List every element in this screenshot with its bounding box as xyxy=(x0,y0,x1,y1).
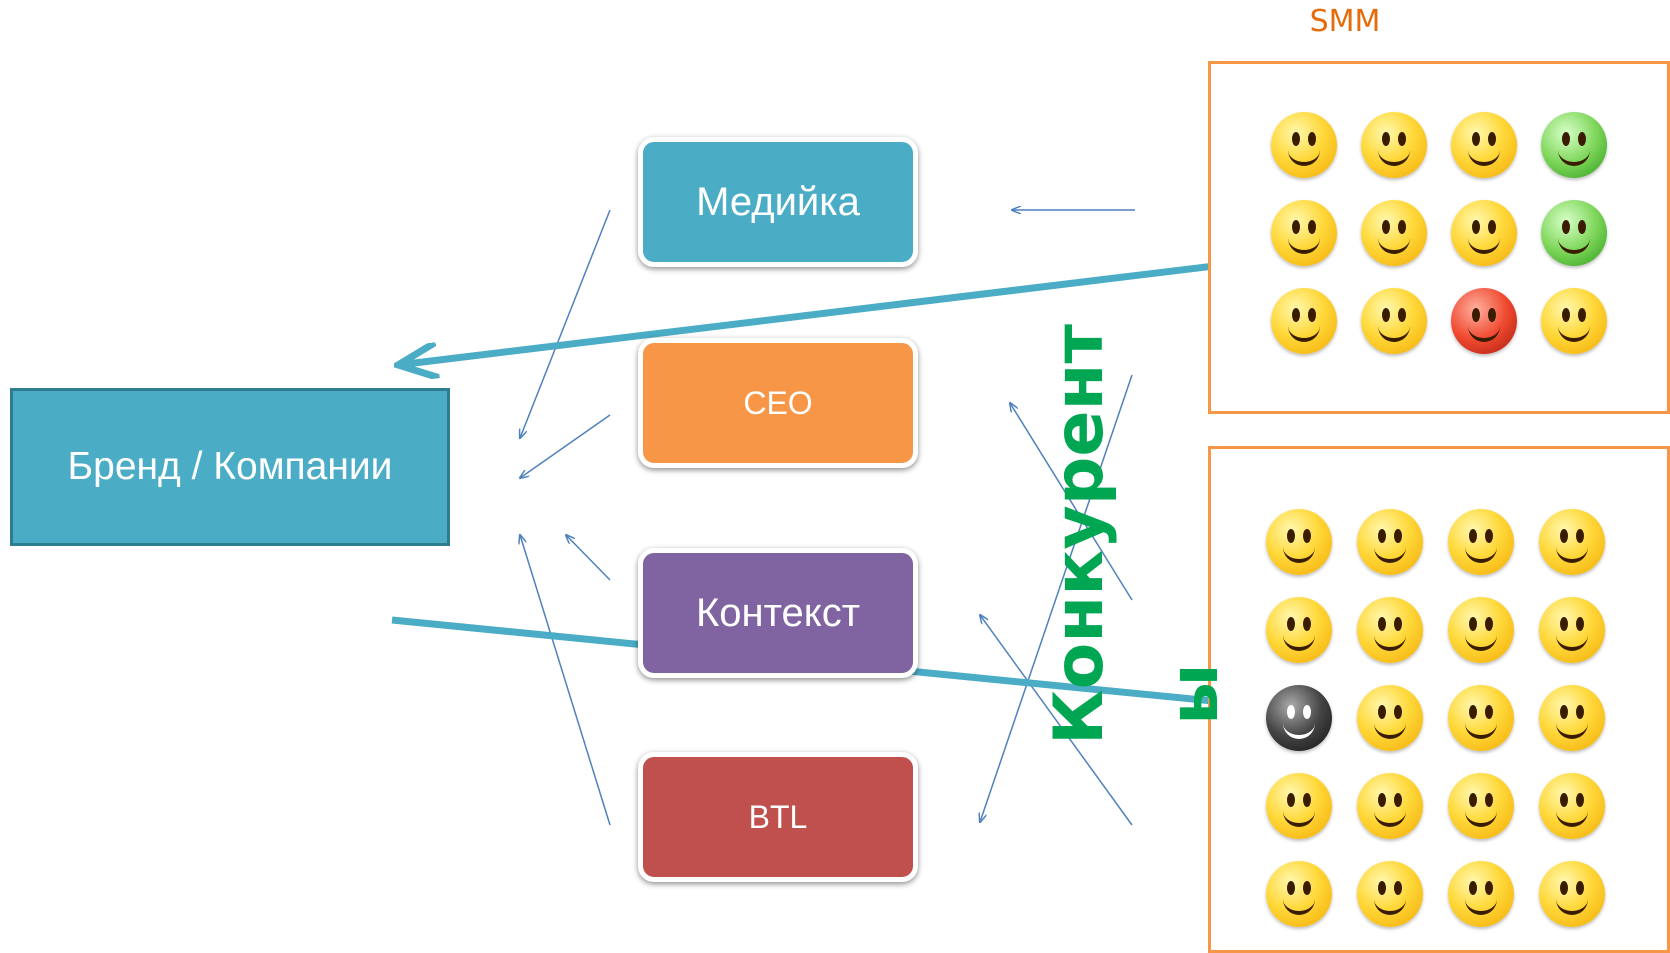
smiley-face-icon xyxy=(1451,200,1517,266)
channel-seo-label: СЕО xyxy=(743,384,813,421)
arrow-competitors-to-context xyxy=(980,615,1133,826)
smm-panel xyxy=(1208,61,1670,414)
smiley-face-icon xyxy=(1357,597,1423,663)
channel-context: Контекст xyxy=(638,548,918,678)
smiley-face-icon xyxy=(1266,509,1332,575)
competitors-panel xyxy=(1208,446,1670,953)
smiley-face-icon xyxy=(1448,773,1514,839)
smiley-face-icon xyxy=(1361,112,1427,178)
competitors-label-line2: ы xyxy=(1155,663,1234,726)
smiley-face-icon xyxy=(1539,685,1605,751)
smm-label: SMM xyxy=(1309,4,1381,39)
smiley-face-icon xyxy=(1357,685,1423,751)
channel-media: Медийка xyxy=(638,137,918,267)
arrow-competitors-to-seo xyxy=(1010,403,1133,601)
brand-label: Бренд / Компании xyxy=(67,445,393,488)
smiley-face-icon xyxy=(1271,200,1337,266)
arrow-btl-to-brand xyxy=(520,535,611,826)
smiley-face-icon xyxy=(1451,288,1517,354)
smiley-face-icon xyxy=(1451,112,1517,178)
smiley-face-icon xyxy=(1448,597,1514,663)
smiley-face-icon xyxy=(1266,685,1332,751)
channel-media-label: Медийка xyxy=(696,179,860,224)
channel-btl-label: BTL xyxy=(748,798,808,835)
smiley-face-icon xyxy=(1539,861,1605,927)
smiley-face-icon xyxy=(1448,509,1514,575)
smiley-face-icon xyxy=(1541,288,1607,354)
smiley-face-icon xyxy=(1448,861,1514,927)
smiley-face-icon xyxy=(1539,597,1605,663)
smiley-face-icon xyxy=(1539,509,1605,575)
arrow-seo-to-brand xyxy=(520,414,611,478)
competitors-label-line1: Конкурент xyxy=(1040,324,1119,745)
brand-box: Бренд / Компании xyxy=(10,388,450,546)
channel-context-label: Контекст xyxy=(695,590,861,635)
smiley-face-icon xyxy=(1357,509,1423,575)
arrow-media-to-brand xyxy=(520,209,611,438)
smiley-face-icon xyxy=(1271,288,1337,354)
arrow-context-to-brand xyxy=(566,535,611,581)
smiley-face-icon xyxy=(1539,773,1605,839)
smiley-face-icon xyxy=(1541,112,1607,178)
smiley-face-icon xyxy=(1541,200,1607,266)
smiley-face-icon xyxy=(1357,861,1423,927)
channel-seo: СЕО xyxy=(638,338,918,468)
smiley-face-icon xyxy=(1361,200,1427,266)
smiley-face-icon xyxy=(1266,773,1332,839)
smiley-face-icon xyxy=(1361,288,1427,354)
smiley-face-icon xyxy=(1266,861,1332,927)
smiley-face-icon xyxy=(1271,112,1337,178)
smiley-face-icon xyxy=(1357,773,1423,839)
arrow-competitors-to-btl xyxy=(980,374,1133,822)
smiley-face-icon xyxy=(1448,685,1514,751)
smiley-face-icon xyxy=(1266,597,1332,663)
channel-btl: BTL xyxy=(638,752,918,882)
